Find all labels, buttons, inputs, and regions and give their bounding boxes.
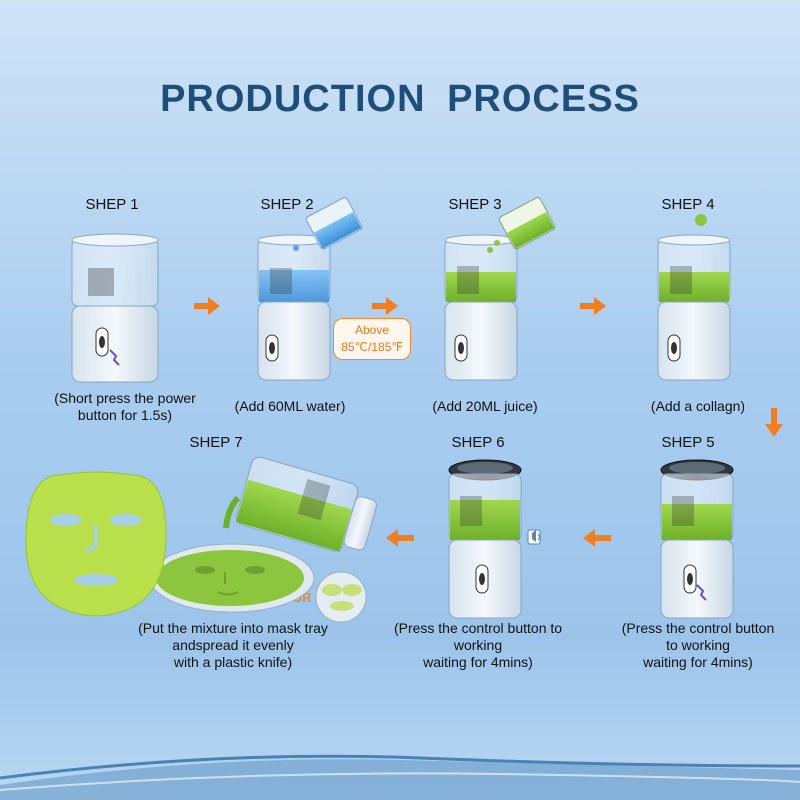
step-4-caption: (Add a collagn)	[628, 398, 768, 415]
step-2-label: SHEP 2	[260, 196, 314, 213]
step-5-label: SHEP 5	[661, 434, 715, 451]
arrow-left-icon	[583, 529, 611, 547]
step-6-caption-line: working	[453, 637, 503, 653]
step-2-caption: (Add 60ML water)	[220, 398, 360, 415]
device-step-6	[448, 459, 541, 619]
step-7-caption-line: with a plastic knife)	[173, 654, 293, 670]
device-step-4	[657, 214, 731, 381]
finger-press-icon	[696, 584, 707, 601]
arrow-down-icon	[765, 408, 783, 437]
step-7-caption-line: andspread it evenly	[172, 637, 294, 653]
speaker-sound-icon	[527, 529, 541, 545]
step-7-label: SHEP 7	[189, 434, 243, 451]
step-5-caption-line: (Press the control button	[621, 620, 775, 636]
step-6-caption-line: waiting for 4mins)	[423, 654, 533, 670]
step-3-label: SHEP 3	[448, 196, 502, 213]
flow-arrows	[194, 297, 783, 547]
device-step-2	[257, 197, 363, 381]
step-3-caption-line: (Add 20ML juice)	[432, 398, 538, 414]
pouring-stream	[223, 495, 241, 529]
step-1-caption: (Short press the power button for 1.5s)	[40, 390, 210, 424]
step-2-caption-line: (Add 60ML water)	[234, 398, 346, 414]
step-3-caption: (Add 20ML juice)	[415, 398, 555, 415]
step-5-caption: (Press the control button to working wai…	[608, 620, 788, 671]
step-6-caption: (Press the control button to working wai…	[378, 620, 578, 671]
face-mask	[25, 471, 167, 617]
step-1-caption-line: button for 1.5s)	[77, 407, 173, 423]
step-1-caption-line: (Short press the power	[54, 390, 196, 406]
temperature-badge-line: Above	[354, 323, 390, 337]
device-step-1	[71, 233, 159, 383]
step-6-caption-line: (Press the control button to	[393, 620, 563, 636]
collagen-drop-icon	[695, 214, 707, 226]
temperature-badge: Above 85℃/185℉	[333, 318, 411, 360]
page-title: PRODUCTION PROCESS	[160, 78, 640, 120]
pouring-cup	[235, 456, 378, 552]
step-6-label: SHEP 6	[451, 434, 505, 451]
mask-tray	[149, 543, 315, 613]
step-4-caption-line: (Add a collagn)	[650, 398, 746, 414]
step-5-caption-line: to working	[666, 637, 730, 653]
temperature-badge-line: 85℃/185℉	[341, 340, 403, 354]
step-5-caption-line: waiting for 4mins)	[643, 654, 753, 670]
device-step-3	[444, 197, 556, 381]
decorative-wave	[0, 754, 800, 800]
arrow-right-icon	[580, 297, 606, 315]
step-7-caption: (Put the mixture into mask tray andsprea…	[128, 620, 338, 671]
device-step-5	[660, 459, 734, 619]
arrow-left-icon	[386, 529, 414, 547]
step-4-label: SHEP 4	[661, 196, 715, 213]
juice-beaker-icon	[498, 197, 556, 250]
finger-press-icon	[109, 349, 120, 366]
arrow-right-icon	[372, 297, 398, 315]
water-beaker-icon	[305, 197, 363, 250]
arrow-right-icon	[194, 297, 220, 315]
eye-patch-tray	[315, 571, 367, 623]
step-7-caption-line: (Put the mixture into mask tray	[138, 620, 328, 636]
step-1-label: SHEP 1	[85, 196, 139, 213]
